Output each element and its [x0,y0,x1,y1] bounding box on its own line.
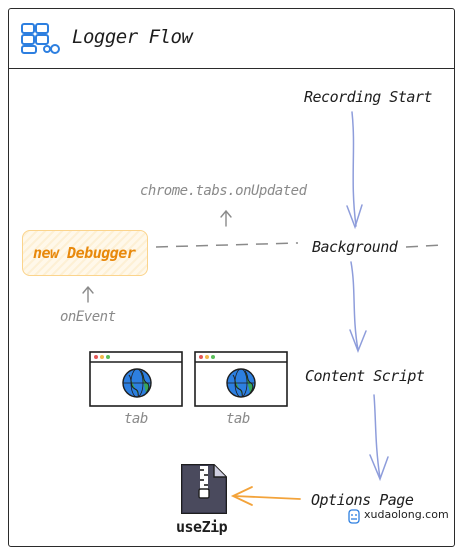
node-new-debugger: new Debugger [33,244,136,262]
node-background: Background [312,238,398,256]
browser-window-icon [89,351,183,407]
label-use-zip: useZip [176,518,228,536]
node-new-debugger-box [22,230,148,276]
logo-icon [21,23,60,54]
label-tab-2: tab [226,411,250,427]
watermark-icon [348,509,360,524]
node-content-script: Content Script [305,367,425,385]
arrow-to-new-debugger [82,286,94,303]
browser-window-icon [194,351,288,407]
label-tab-1: tab [124,411,148,427]
zip-file-icon [181,464,227,514]
arrow-content-to-options [373,394,381,479]
diagram-frame [8,8,455,547]
label-on-event: onEvent [60,309,116,325]
dashed-connector [155,242,443,248]
node-recording-start: Recording Start [304,88,432,106]
header-divider [9,68,455,69]
arrow-start-to-background [351,111,357,227]
globe-icon [226,368,256,398]
watermark-text: xudaolong.com [364,508,449,521]
arrow-to-tabs-updated [220,209,232,227]
label-tabs-on-updated: chrome.tabs.onUpdated [140,183,307,199]
flow-arrows [346,111,389,482]
arrow-options-to-zip [230,486,301,506]
node-options-page: Options Page [311,491,414,509]
globe-icon [122,368,152,398]
arrow-background-to-content [350,261,359,351]
small-gray-arrows [82,209,232,303]
diagram-title: Logger Flow [72,26,193,48]
